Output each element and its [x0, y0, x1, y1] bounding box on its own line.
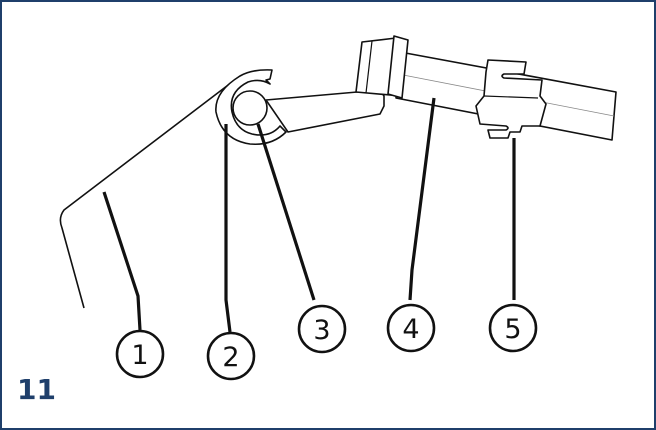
- figure-number: 11: [17, 373, 56, 406]
- callout-label-4: 4: [402, 314, 419, 345]
- callout-label-1: 1: [131, 340, 148, 371]
- callout-5: 5: [488, 303, 538, 353]
- callout-label-5: 5: [504, 314, 521, 345]
- callout-3: 3: [297, 304, 347, 354]
- callout-1: 1: [115, 329, 165, 379]
- callout-label-3: 3: [313, 315, 330, 346]
- clamp-collar-part-5: [475, 59, 547, 139]
- shaft-flange: [387, 35, 409, 99]
- hook-clip-part-2: [215, 69, 287, 146]
- callout-2: 2: [206, 331, 256, 381]
- leader-line-1: [102, 191, 142, 331]
- pivot-pin-part-3: [232, 90, 268, 126]
- connecting-rod: [265, 89, 385, 133]
- leader-line-4: [408, 97, 436, 301]
- lever-arm-part-1: [59, 75, 241, 309]
- leader-line-2: [224, 124, 232, 333]
- callout-label-2: 2: [222, 342, 239, 373]
- leader-line-3: [256, 123, 316, 301]
- callout-4: 4: [386, 303, 436, 353]
- leader-lines: [102, 97, 516, 333]
